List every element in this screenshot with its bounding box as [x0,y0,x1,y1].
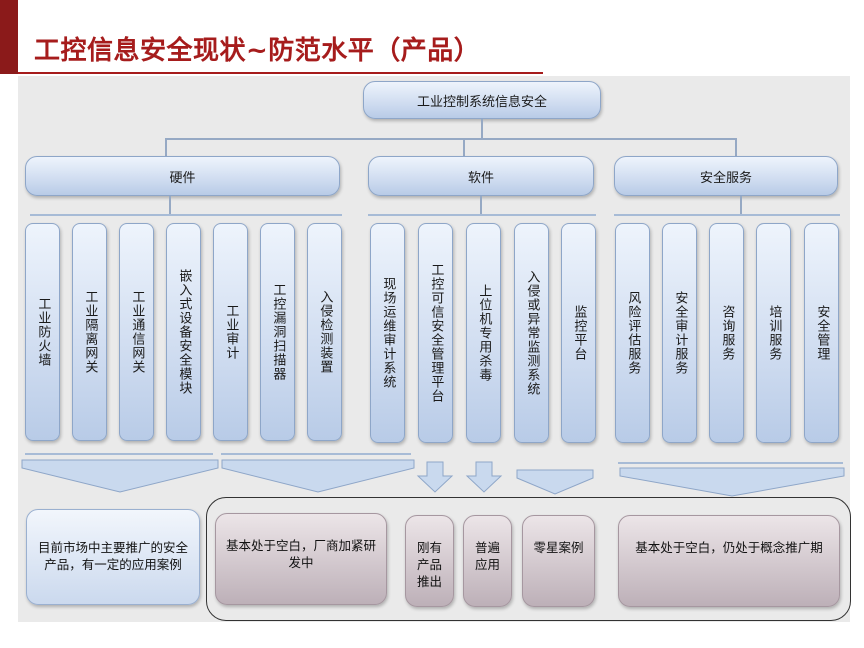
category-software: 软件 [368,156,594,196]
title-underline [18,72,543,74]
status-label: 目前市场中主要推广的安全产品，有一定的应用案例 [37,540,188,572]
leaf-label: 工业通信网关 [129,290,145,374]
separator-line [221,453,411,455]
leaf-label: 咨询服务 [719,305,735,361]
status-label: 普遍应用 [474,540,500,572]
connector-root [481,119,483,139]
status-concept-stage: 基本处于空白，仍处于概念推广期 [618,515,840,607]
connector-hardware-bar [30,214,342,216]
separator-line [25,453,213,455]
leaf-label: 入侵或异常监测系统 [524,270,540,396]
leaf-anomaly-monitoring: 入侵或异常监测系统 [514,223,549,443]
leaf-label: 现场运维审计系统 [380,277,396,389]
leaf-ics-vuln-scanner: 工控漏洞扫描器 [260,223,295,441]
leaf-label: 安全管理 [814,305,830,361]
connector-service-down [740,196,742,216]
arrow-down-icon [465,461,503,493]
root-node: 工业控制系统信息安全 [363,81,601,119]
page-title: 工控信息安全现状~防范水平（产品） [34,36,481,66]
leaf-industrial-comm-gateway: 工业通信网关 [119,223,154,441]
connector-category-bar [165,138,736,140]
leaf-intrusion-detection-device: 入侵检测装置 [307,223,342,441]
connector-software [463,138,465,156]
leaf-label: 工业审计 [223,304,239,360]
connector-software-bar [368,214,596,216]
leaf-host-antivirus: 上位机专用杀毒 [466,223,501,443]
arrow-down-icon [619,467,845,497]
leaf-label: 工控可信安全管理平台 [428,263,444,403]
leaf-trusted-security-platform: 工控可信安全管理平台 [418,223,453,443]
connector-service [735,138,737,156]
status-label: 基本处于空白，厂商加紧研发中 [225,538,376,570]
status-blank-developing: 基本处于空白，厂商加紧研发中 [215,513,387,605]
leaf-training: 培训服务 [756,223,791,443]
leaf-industrial-isolation-gateway: 工业隔离网关 [72,223,107,441]
leaf-monitoring-platform: 监控平台 [561,223,596,443]
leaf-industrial-audit: 工业审计 [213,223,248,441]
arrow-down-icon [516,469,594,495]
status-group-outline [206,497,851,621]
leaf-label: 上位机专用杀毒 [476,284,492,382]
leaf-label: 入侵检测装置 [317,290,333,374]
title-accent-bar [0,0,18,74]
leaf-industrial-firewall: 工业防火墙 [25,223,60,441]
category-hardware-label: 硬件 [169,170,196,186]
status-widely-used: 普遍应用 [463,515,512,607]
status-just-launched: 刚有产品推出 [405,515,454,607]
leaf-label: 培训服务 [766,305,782,361]
status-label: 零星案例 [533,540,584,555]
leaf-consulting: 咨询服务 [709,223,744,443]
status-label: 基本处于空白，仍处于概念推广期 [635,540,823,555]
leaf-label: 工控漏洞扫描器 [270,283,286,381]
connector-service-bar [614,214,840,216]
leaf-label: 风险评估服务 [625,291,641,375]
connector-hardware [165,138,167,156]
leaf-security-audit-service: 安全审计服务 [662,223,697,443]
diagram-panel: 工业控制系统信息安全 硬件 软件 安全服务 工业防火墙 工业隔离网关 工业通信网… [18,76,851,622]
status-label: 刚有产品推出 [416,540,442,589]
leaf-label: 工业隔离网关 [82,290,98,374]
leaf-label: 工业防火墙 [35,297,51,367]
status-mainstream: 目前市场中主要推广的安全产品，有一定的应用案例 [26,509,200,605]
leaf-security-management: 安全管理 [804,223,839,443]
connector-hardware-down [169,196,171,216]
category-security-service-label: 安全服务 [699,170,752,186]
leaf-onsite-ops-audit: 现场运维审计系统 [370,223,405,443]
leaf-risk-assessment: 风险评估服务 [615,223,650,443]
leaf-label: 嵌入式设备安全模块 [176,269,192,395]
leaf-label: 监控平台 [571,305,587,361]
category-software-label: 软件 [467,170,494,186]
arrow-down-icon [416,461,454,493]
arrow-down-icon [221,459,415,493]
category-hardware: 硬件 [25,156,340,196]
separator-line [618,462,843,464]
category-security-service: 安全服务 [614,156,838,196]
arrow-down-icon [21,459,219,493]
leaf-embedded-security-module: 嵌入式设备安全模块 [166,223,201,441]
status-sporadic-cases: 零星案例 [522,515,595,607]
root-node-label: 工业控制系统信息安全 [416,94,547,110]
connector-software-down [480,196,482,216]
leaf-label: 安全审计服务 [672,291,688,375]
